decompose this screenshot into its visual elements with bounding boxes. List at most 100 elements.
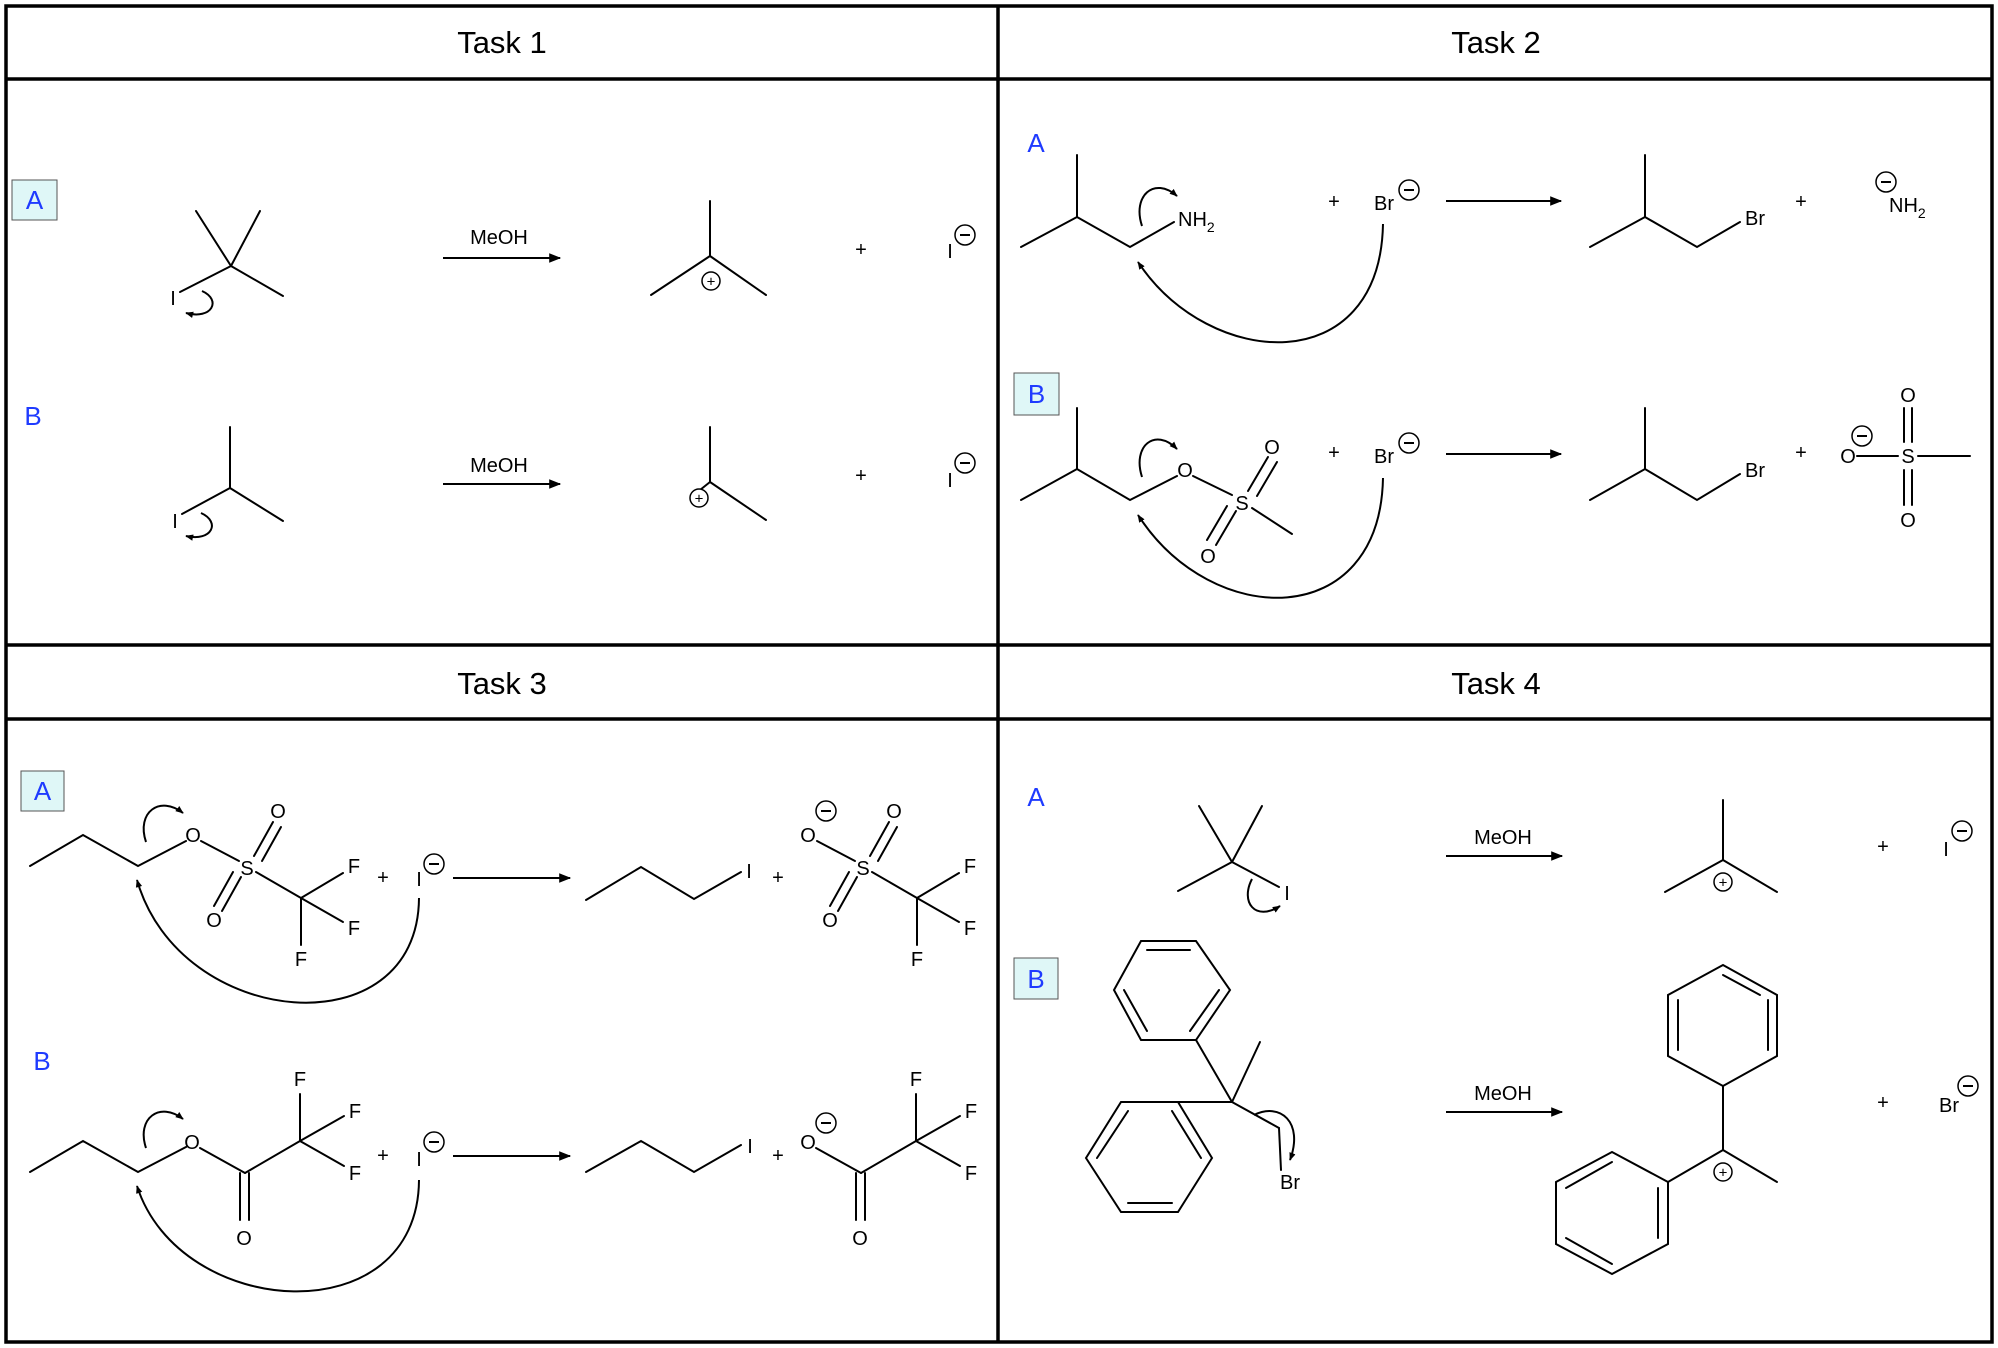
fluorine-atom: F bbox=[965, 1101, 977, 1123]
electron-push-arrow bbox=[185, 290, 214, 318]
reagent-label: MeOH bbox=[1474, 1083, 1532, 1105]
sulfur-atom: S bbox=[1235, 493, 1248, 515]
sulfur-atom: S bbox=[856, 858, 869, 880]
iodide-ion: I bbox=[1943, 839, 1949, 861]
plus-sign: + bbox=[1877, 836, 1889, 858]
option-label: B bbox=[1027, 964, 1044, 994]
iodine-atom: I bbox=[172, 511, 178, 533]
electron-push-arrow bbox=[185, 512, 213, 541]
plus-sign: + bbox=[1795, 191, 1807, 213]
electron-push-arrow bbox=[1138, 438, 1178, 478]
iodide-ion: I bbox=[947, 470, 953, 492]
triflate-anion: O S O O F F F bbox=[800, 800, 976, 971]
electron-push-arrow bbox=[142, 1110, 184, 1149]
sulfur-atom: S bbox=[1901, 446, 1914, 468]
oxygen-atom: O bbox=[1840, 446, 1856, 468]
product-carbocation: + bbox=[650, 200, 767, 296]
oxygen-atom: O bbox=[1900, 385, 1916, 407]
option-b-highlight bbox=[1013, 957, 1059, 1000]
option-label: B bbox=[33, 1046, 50, 1076]
sulfur-atom: S bbox=[240, 858, 253, 880]
reactant-triflate: O S O O F F F bbox=[29, 801, 360, 971]
task-4-title: Task 4 bbox=[1451, 666, 1541, 701]
fluorine-atom: F bbox=[964, 918, 976, 940]
fluorine-atom: F bbox=[349, 1101, 361, 1123]
product-carbocation: + bbox=[1664, 799, 1778, 893]
oxygen-atom: O bbox=[1900, 510, 1916, 532]
bromide-nucleophile: Br bbox=[1374, 446, 1394, 468]
product-propyl-iodide: I bbox=[585, 861, 752, 901]
plus-sign: + bbox=[377, 1145, 389, 1167]
task-3-option-b[interactable]: B O O F F F + I bbox=[29, 1046, 977, 1293]
task-2-option-b[interactable]: B O S O O + Br bbox=[1013, 372, 1971, 599]
bromine-atom: Br bbox=[1280, 1172, 1300, 1194]
fluorine-atom: F bbox=[964, 856, 976, 878]
product-carbocation: + bbox=[689, 426, 767, 521]
fluorine-atom: F bbox=[349, 1163, 361, 1185]
fluorine-atom: F bbox=[348, 918, 360, 940]
electron-push-arrow bbox=[142, 804, 184, 843]
plus-sign: + bbox=[1877, 1092, 1889, 1114]
amide-ion: NH2 bbox=[1889, 195, 1926, 221]
product-alkyl-bromide: Br bbox=[1589, 154, 1765, 249]
option-label: A bbox=[1027, 782, 1045, 812]
product-propyl-iodide: I bbox=[585, 1136, 753, 1174]
option-a-highlight bbox=[20, 770, 65, 812]
nucleophile-attack-arrow bbox=[136, 1179, 420, 1293]
option-a-highlight bbox=[11, 179, 58, 221]
plus-sign: + bbox=[772, 867, 784, 889]
task-1-option-a[interactable]: A I MeOH + + I bbox=[11, 179, 976, 318]
plus-sign: + bbox=[377, 867, 389, 889]
task-4-panel: A I MeOH + + I bbox=[1013, 782, 1979, 1276]
plus-charge: + bbox=[1719, 1165, 1728, 1182]
trifluoroacetate-anion: O O F F F bbox=[800, 1069, 977, 1250]
oxygen-atom: O bbox=[1200, 546, 1216, 568]
reagent-label: MeOH bbox=[470, 455, 528, 477]
oxygen-atom: O bbox=[236, 1228, 252, 1250]
nucleophile-attack-arrow bbox=[1137, 477, 1384, 599]
oxygen-atom: O bbox=[185, 825, 201, 847]
oxygen-atom: O bbox=[886, 801, 902, 823]
reagent-label: MeOH bbox=[1474, 827, 1532, 849]
oxygen-atom: O bbox=[852, 1228, 868, 1250]
plus-sign: + bbox=[772, 1145, 784, 1167]
plus-charge: + bbox=[707, 274, 716, 291]
plus-sign: + bbox=[1795, 442, 1807, 464]
task-4-option-a[interactable]: A I MeOH + + I bbox=[1027, 782, 1973, 913]
reactant-trifluoroacetate: O O F F F bbox=[29, 1069, 361, 1250]
oxygen-atom: O bbox=[1177, 460, 1193, 482]
electron-push-arrow bbox=[1138, 186, 1178, 227]
task-1-option-b[interactable]: B I MeOH + + I bbox=[24, 401, 976, 541]
task-3-panel: A O S O O F F F + I bbox=[20, 770, 977, 1293]
bromide-ion: Br bbox=[1939, 1095, 1959, 1117]
fluorine-atom: F bbox=[965, 1163, 977, 1185]
plus-charge: + bbox=[695, 491, 704, 508]
option-label: A bbox=[34, 776, 52, 806]
task-4-option-b[interactable]: B Br MeOH bbox=[1013, 940, 1979, 1276]
fluorine-atom: F bbox=[294, 1069, 306, 1091]
task-3-option-a[interactable]: A O S O O F F F + I bbox=[20, 770, 976, 1004]
bromine-atom: Br bbox=[1745, 460, 1765, 482]
reactant-molecule: I bbox=[172, 426, 284, 541]
iodide-ion: I bbox=[947, 241, 953, 263]
task-2-title: Task 2 bbox=[1451, 25, 1541, 60]
task-1-title: Task 1 bbox=[457, 25, 547, 60]
fluorine-atom: F bbox=[911, 949, 923, 971]
oxygen-atom: O bbox=[822, 910, 838, 932]
option-label: A bbox=[1027, 128, 1045, 158]
fluorine-atom: F bbox=[295, 949, 307, 971]
reactant-mesylate: O S O O bbox=[1020, 407, 1293, 568]
oxygen-atom: O bbox=[1264, 437, 1280, 459]
oxygen-atom: O bbox=[206, 910, 222, 932]
mesylate-anion: O S O O bbox=[1840, 385, 1971, 532]
task-3-title: Task 3 bbox=[457, 666, 547, 701]
reactant-molecule: I bbox=[170, 210, 284, 318]
product-alkyl-bromide: Br bbox=[1589, 407, 1765, 502]
option-label: A bbox=[26, 185, 44, 215]
plus-sign: + bbox=[1328, 191, 1340, 213]
iodine-atom: I bbox=[747, 1136, 753, 1158]
iodide-nucleophile: I bbox=[416, 869, 422, 891]
reagent-label: MeOH bbox=[470, 227, 528, 249]
plus-charge: + bbox=[1719, 875, 1728, 892]
task-2-option-a[interactable]: A NH2 + Br Br + NH2 bbox=[1020, 128, 1926, 344]
